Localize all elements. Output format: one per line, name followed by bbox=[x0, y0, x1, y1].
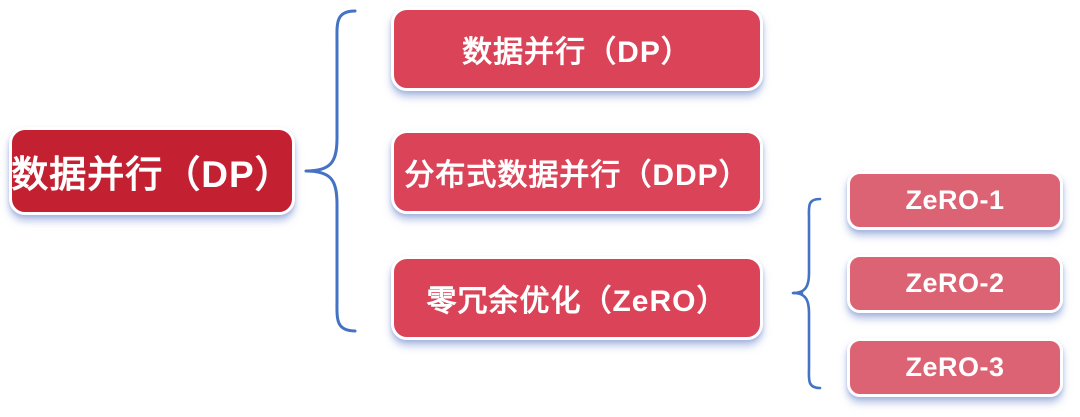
node-label: ZeRO-3 bbox=[905, 352, 1005, 382]
node-data-parallel-root: 数据并行（DP） bbox=[9, 127, 295, 215]
brace-root-to-branches-icon bbox=[303, 8, 357, 334]
node-zero-2: ZeRO-2 bbox=[847, 254, 1063, 313]
node-label: ZeRO-1 bbox=[905, 185, 1005, 215]
node-label: 数据并行（DP） bbox=[11, 154, 293, 195]
node-label: 零冗余优化（ZeRO） bbox=[426, 285, 728, 318]
node-zero: 零冗余优化（ZeRO） bbox=[391, 256, 763, 340]
node-label: 数据并行（DP） bbox=[462, 36, 692, 69]
node-label: 分布式数据并行（DDP） bbox=[404, 159, 750, 192]
node-ddp: 分布式数据并行（DDP） bbox=[391, 130, 763, 214]
node-dp: 数据并行（DP） bbox=[391, 7, 763, 91]
node-label: ZeRO-2 bbox=[905, 268, 1005, 298]
node-zero-3: ZeRO-3 bbox=[847, 338, 1063, 397]
brace-zero-to-stages-icon bbox=[790, 197, 822, 391]
node-zero-1: ZeRO-1 bbox=[847, 171, 1063, 230]
